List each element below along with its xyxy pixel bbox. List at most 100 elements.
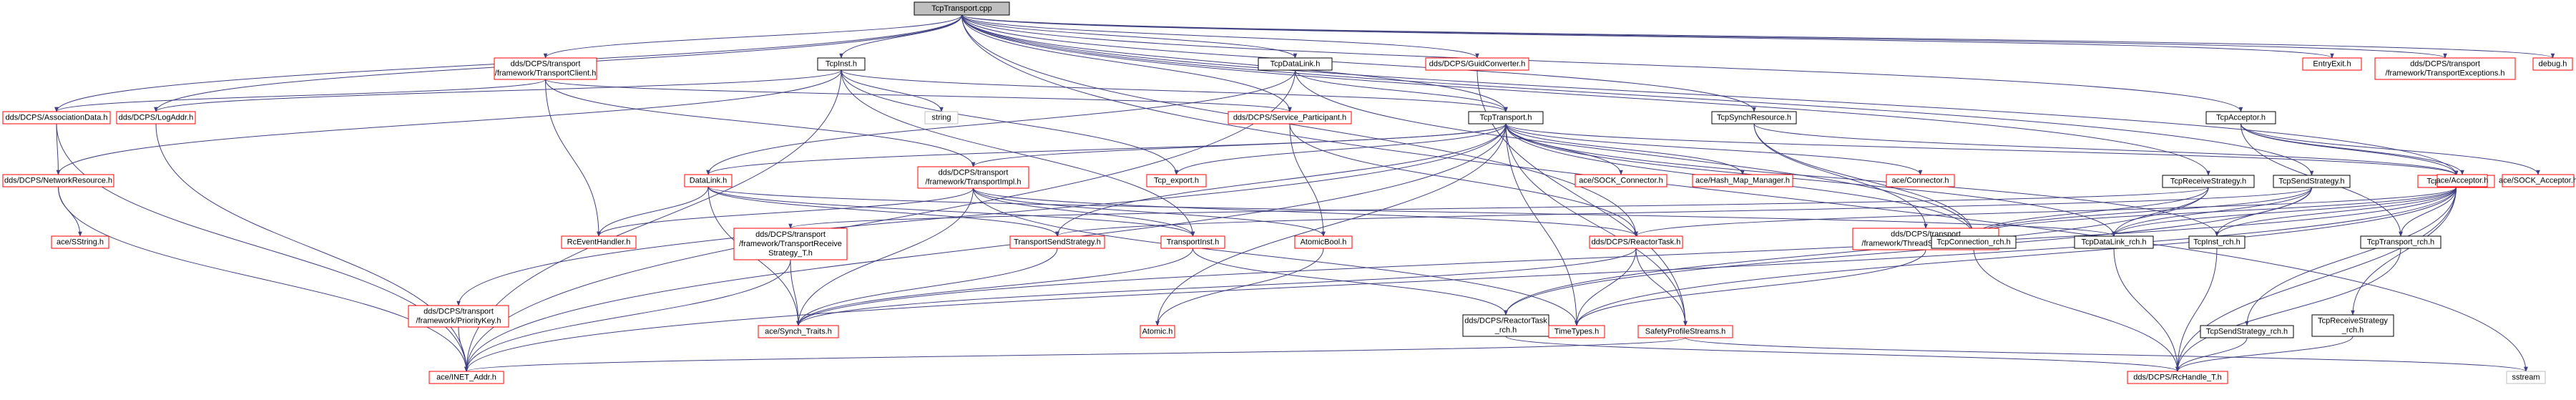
edge-tcpreceivestrategy_h-to-tcpdatalink_rch_h	[2112, 187, 2209, 237]
node-synch-traits-h[interactable]: ace/Synch_Traits.h	[758, 325, 839, 338]
edge-datalink_h-to-transportsendstrategy_h	[707, 186, 1059, 237]
node-label: Tcp_export.h	[1154, 177, 1199, 185]
node-safetyprofilestreams-h[interactable]: SafetyProfileStreams.h	[1637, 325, 1733, 338]
edge-transportsendstrategy_h-to-synch_traits_h	[796, 248, 1058, 326]
edge-tcptransport_h-to-transportimpl_h	[971, 123, 1507, 167]
node-label: TcpTransport.h	[1480, 114, 1532, 122]
node-label: ace/Synch_Traits.h	[765, 328, 832, 336]
edge-tcpconnection_h-to-tcpdatalink_rch_h	[2112, 187, 2457, 237]
node-tcp-export-h[interactable]: Tcp_export.h	[1146, 174, 1207, 187]
edge-datalink_h-to-tcpdatalink_rch_h	[707, 186, 2116, 237]
node-associationdata-h[interactable]: dds/DCPS/AssociationData.h	[2, 111, 111, 125]
node-transportimpl-h[interactable]: dds/DCPS/transport/framework/TransportIm…	[917, 166, 1029, 189]
node-service-participant-h[interactable]: dds/DCPS/Service_Participant.h	[1228, 111, 1352, 125]
node-networkresource-h[interactable]: dds/DCPS/NetworkResource.h	[2, 174, 114, 187]
node-box	[1258, 57, 1333, 71]
node-box	[1294, 235, 1353, 249]
node-tcpdatalink-h[interactable]: TcpDataLink.h	[1258, 57, 1333, 71]
node-datalink-h[interactable]: DataLink.h	[684, 174, 733, 187]
node-label: EntryExit.h	[2313, 60, 2351, 69]
node-tcptransport-h[interactable]: TcpTransport.h	[1468, 111, 1544, 125]
node-sock-connector-h[interactable]: ace/SOCK_Connector.h	[1575, 174, 1667, 187]
node-transportreceivestrategy-t-h[interactable]: dds/DCPS/transport/framework/TransportRe…	[733, 228, 848, 260]
edge-safetyprofilestreams_h-to-sstream	[1685, 337, 2528, 372]
node-entryexit-h[interactable]: EntryExit.h	[2302, 57, 2362, 71]
node-logaddr-h[interactable]: dds/DCPS/LogAddr.h	[116, 111, 196, 125]
node-rceventhandler-h[interactable]: RcEventHandler.h	[561, 235, 637, 249]
node-tcpinst-h[interactable]: TcpInst.h	[817, 57, 866, 71]
edge-root-to-entryexit_h	[961, 14, 2334, 59]
edge-tcpdatalink_h-to-datalink_h	[706, 69, 1296, 175]
node-label: Atomic.h	[1142, 328, 1173, 336]
edge-tcpdatalink_h-to-tcpconnection_rch_h	[1295, 69, 1976, 237]
node-label: TcpSendStrategy_rch.h	[2206, 328, 2288, 336]
edge-tcptransport_h-to-tcpconnection_h	[1505, 123, 2459, 176]
edge-tcptransport_h-to-tcpdatalink_rch_h	[1505, 123, 2116, 237]
edge-root-to-tcpinst_h	[839, 14, 962, 59]
node-tcpsynchresource-h[interactable]: TcpSynchResource.h	[1711, 111, 1797, 125]
edge-safetyprofilestreams_h-to-inet_addr_h	[464, 337, 1686, 372]
node-label: RcEventHandler.h	[567, 238, 631, 247]
node-label: dds/DCPS/transport	[2410, 60, 2480, 69]
node-prioritykey-h[interactable]: dds/DCPS/transport/framework/PriorityKey…	[408, 305, 509, 328]
node-tcptransport-rch-h[interactable]: TcpTransport_rch.h	[2360, 235, 2442, 249]
node-transportclient-h[interactable]: dds/DCPS/transport/framework/TransportCl…	[494, 57, 597, 80]
node-box	[758, 325, 839, 338]
node-tcpdatalink-rch-h[interactable]: TcpDataLink_rch.h	[2074, 235, 2154, 249]
node-tcpsendstrategy-h[interactable]: TcpSendStrategy.h	[2273, 175, 2351, 188]
node-debug-h[interactable]: debug.h	[2532, 57, 2573, 71]
node-connector-h[interactable]: ace/Connector.h	[1886, 174, 1955, 187]
node-box	[1548, 325, 1605, 338]
node-box	[2205, 111, 2276, 125]
node-label: dds/DCPS/Service_Participant.h	[1233, 114, 1346, 122]
node-sock-acceptor-h[interactable]: ace/SOCK_Acceptor.h	[2499, 174, 2576, 187]
edge-atomicbool_h-to-atomic_h	[1155, 248, 1324, 326]
edge-transportimpl_h-to-timetypes_h	[973, 187, 1579, 326]
edge-tcpinst_h-to-transportinst_h	[841, 69, 1195, 237]
node-tcpreceivestrategy-h[interactable]: TcpReceiveStrategy.h	[2162, 175, 2255, 188]
node-timetypes-h[interactable]: TimeTypes.h	[1548, 325, 1605, 338]
node-label: TcpTransport_rch.h	[2367, 238, 2434, 247]
edge-tcpsendstrategy_h-to-transportsendstrategy_h	[1055, 187, 2312, 237]
node-transportexceptions-h[interactable]: dds/DCPS/transport/framework/TransportEx…	[2374, 57, 2516, 80]
node-reactortask-h[interactable]: dds/DCPS/ReactorTask.h	[1589, 235, 1683, 249]
node-hash-map-manager-h[interactable]: ace/Hash_Map_Manager.h	[1692, 174, 1793, 187]
node-box	[2311, 314, 2394, 337]
node-tcpinst-rch-h[interactable]: TcpInst_rch.h	[2188, 235, 2246, 249]
node-label: TimeTypes.h	[1554, 328, 1600, 336]
node-rchandle-t-h[interactable]: dds/DCPS/RcHandle_T.h	[2127, 371, 2228, 384]
edge-tcptransport_h-to-datalink_h	[706, 123, 1507, 175]
node-label: TcpConnection_rch.h	[1936, 238, 2010, 247]
edge-tcpsendstrategy_h-to-reactortask_rch_h	[1504, 187, 2312, 316]
node-acceptor-h[interactable]: ace/Acceptor.h	[2437, 174, 2489, 187]
node-label: dds/DCPS/transport	[511, 60, 581, 69]
node-box	[917, 166, 1029, 189]
edge-tcptransport_h-to-inet_addr_h	[464, 123, 1507, 372]
edge-tcpconnection_h-to-timetypes_h	[1575, 187, 2457, 326]
node-atomic-h[interactable]: Atomic.h	[1140, 325, 1175, 338]
edge-tcptransport_h-to-connector_h	[1505, 123, 1923, 175]
node-transportinst-h[interactable]: TransportInst.h	[1160, 235, 1225, 249]
node-atomicbool-h[interactable]: AtomicBool.h	[1294, 235, 1353, 249]
node-root[interactable]: TcpTransport.cpp	[914, 1, 1010, 16]
node-transportsendstrategy-h[interactable]: TransportSendStrategy.h	[1009, 235, 1105, 249]
edge-tcpdatalink_rch_h-to-rchandle_t_h	[2113, 248, 2180, 372]
node-guidconverter-h[interactable]: dds/DCPS/GuidConverter.h	[1425, 57, 1529, 71]
node-label: TransportInst.h	[1167, 238, 1220, 247]
node-tcpsendstrategy-rch-h[interactable]: TcpSendStrategy_rch.h	[2200, 325, 2294, 338]
edge-tcpreceivestrategy_rch_h-to-rchandle_t_h	[2175, 336, 2354, 372]
node-tcpreceivestrategy-rch-h[interactable]: TcpReceiveStrategy_rch.h	[2311, 314, 2394, 337]
node-reactortask-rch-h[interactable]: dds/DCPS/ReactorTask_rch.h	[1462, 314, 1549, 337]
node-box	[408, 305, 509, 328]
node-tcpconnection-rch-h[interactable]: TcpConnection_rch.h	[1931, 235, 2017, 249]
node-label: /framework/PriorityKey.h	[416, 317, 501, 326]
node-sstring-h[interactable]: ace/SString.h	[51, 235, 109, 249]
edge-tcpconnection_h-to-synch_traits_h	[796, 187, 2457, 326]
node-inet-addr-h[interactable]: ace/INET_Addr.h	[428, 371, 504, 384]
edge-transportimpl_h-to-synch_traits_h	[796, 187, 974, 326]
node-tcpacceptor-h[interactable]: TcpAcceptor.h	[2205, 111, 2276, 125]
edge-transportimpl_h-to-transportinst_h	[973, 187, 1195, 237]
edge-tcpinst_h-to-tcp_export_h	[841, 69, 1179, 175]
edge-tcpinst_rch_h-to-rchandle_t_h	[2175, 248, 2218, 372]
